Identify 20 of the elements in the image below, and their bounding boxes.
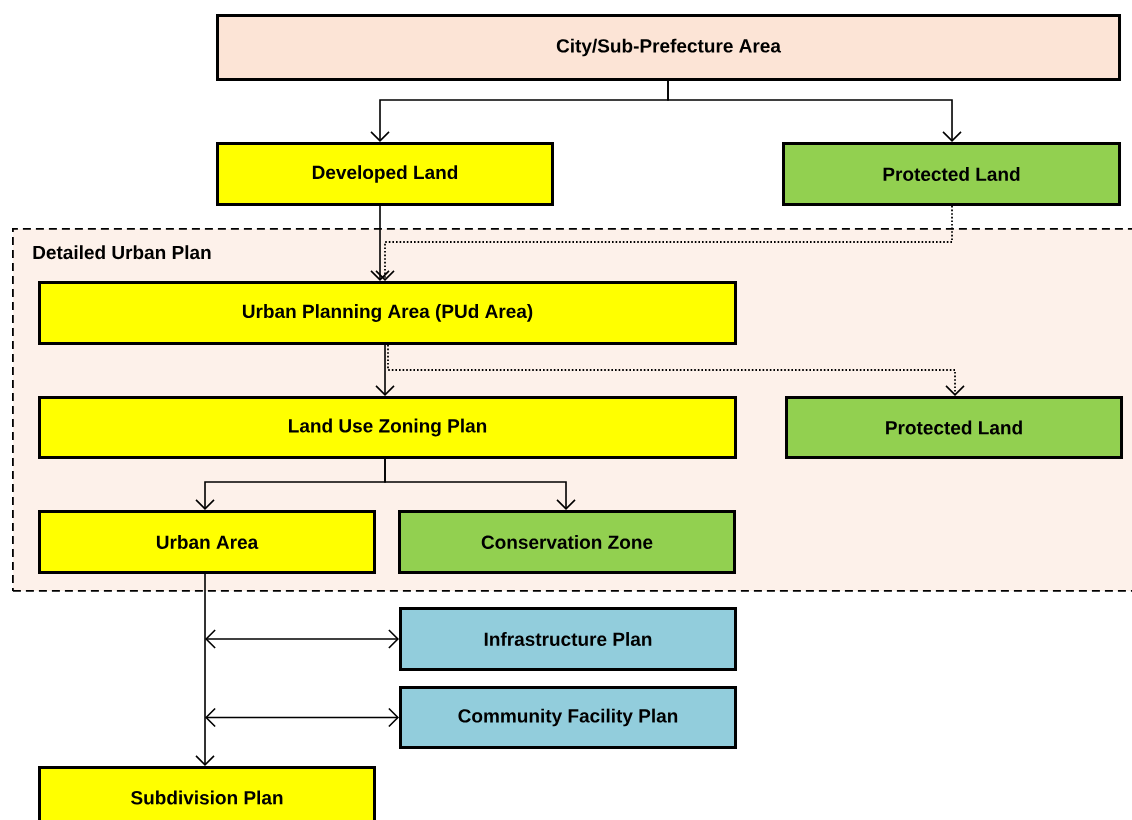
protected-box: Conservation Zone xyxy=(398,510,736,574)
arrow xyxy=(370,205,390,281)
land-box: Developed Land xyxy=(216,142,554,206)
land-box: Land Use Zoning Plan xyxy=(38,396,737,459)
land-box: Urban Area xyxy=(38,510,376,574)
arrow xyxy=(195,573,215,766)
arrow xyxy=(375,205,953,281)
plan-box: Community Facility Plan xyxy=(399,686,737,749)
area-box: City/Sub-Prefecture Area xyxy=(216,14,1121,81)
arrow xyxy=(667,80,962,142)
protected-box: Protected Land xyxy=(785,396,1123,459)
arrow xyxy=(205,629,399,649)
land-box: Urban Planning Area (PUd Area) xyxy=(38,281,737,345)
arrow xyxy=(387,344,965,396)
protected-box: Protected Land xyxy=(782,142,1121,206)
plan-box: Infrastructure Plan xyxy=(399,607,737,671)
arrow xyxy=(205,707,399,728)
arrow xyxy=(384,458,576,510)
arrow xyxy=(375,344,395,396)
land-box: Subdivision Plan xyxy=(38,766,376,820)
